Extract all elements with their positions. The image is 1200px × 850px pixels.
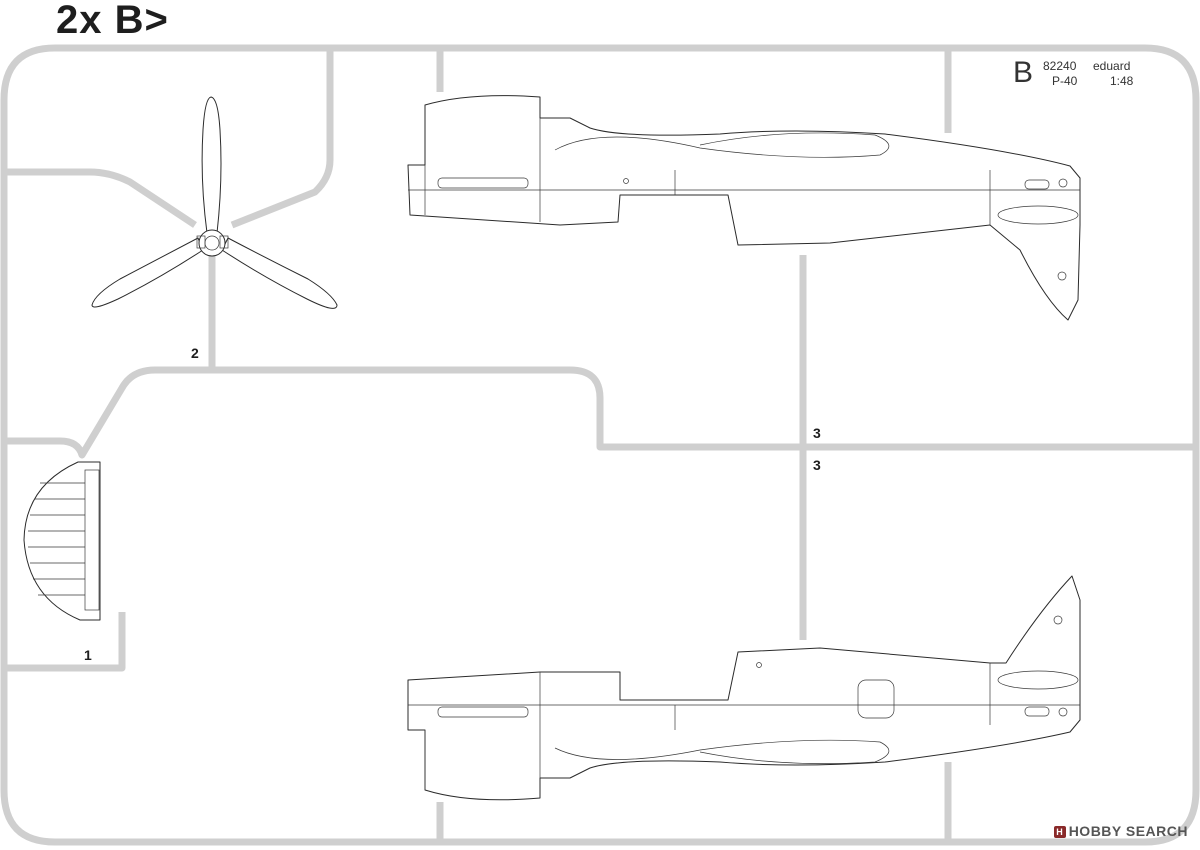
fuselage-half-right <box>407 575 1081 801</box>
part-number-1: 1 <box>84 647 92 663</box>
model-tag: P-40 <box>1052 74 1078 88</box>
sprue-title: 2x B> <box>56 0 169 42</box>
fuselage-half-left <box>407 95 1081 321</box>
propeller-part <box>91 96 338 309</box>
kit-number-tag: 82240 <box>1043 59 1077 73</box>
brand-tag: eduard <box>1093 59 1131 73</box>
outer-frame-runner <box>0 44 1200 846</box>
part-number-3-top: 3 <box>813 425 821 441</box>
watermark-text: HOBBY SEARCH <box>1068 823 1188 839</box>
scale-tag: 1:48 <box>1110 74 1134 88</box>
part-number-3-bottom: 3 <box>813 457 821 473</box>
inner-runners <box>4 48 1196 842</box>
watermark-logo-icon: H <box>1053 826 1066 838</box>
panel-part <box>23 461 101 621</box>
sprue-letter-tag: B <box>1013 56 1034 89</box>
part-number-2: 2 <box>191 345 199 361</box>
